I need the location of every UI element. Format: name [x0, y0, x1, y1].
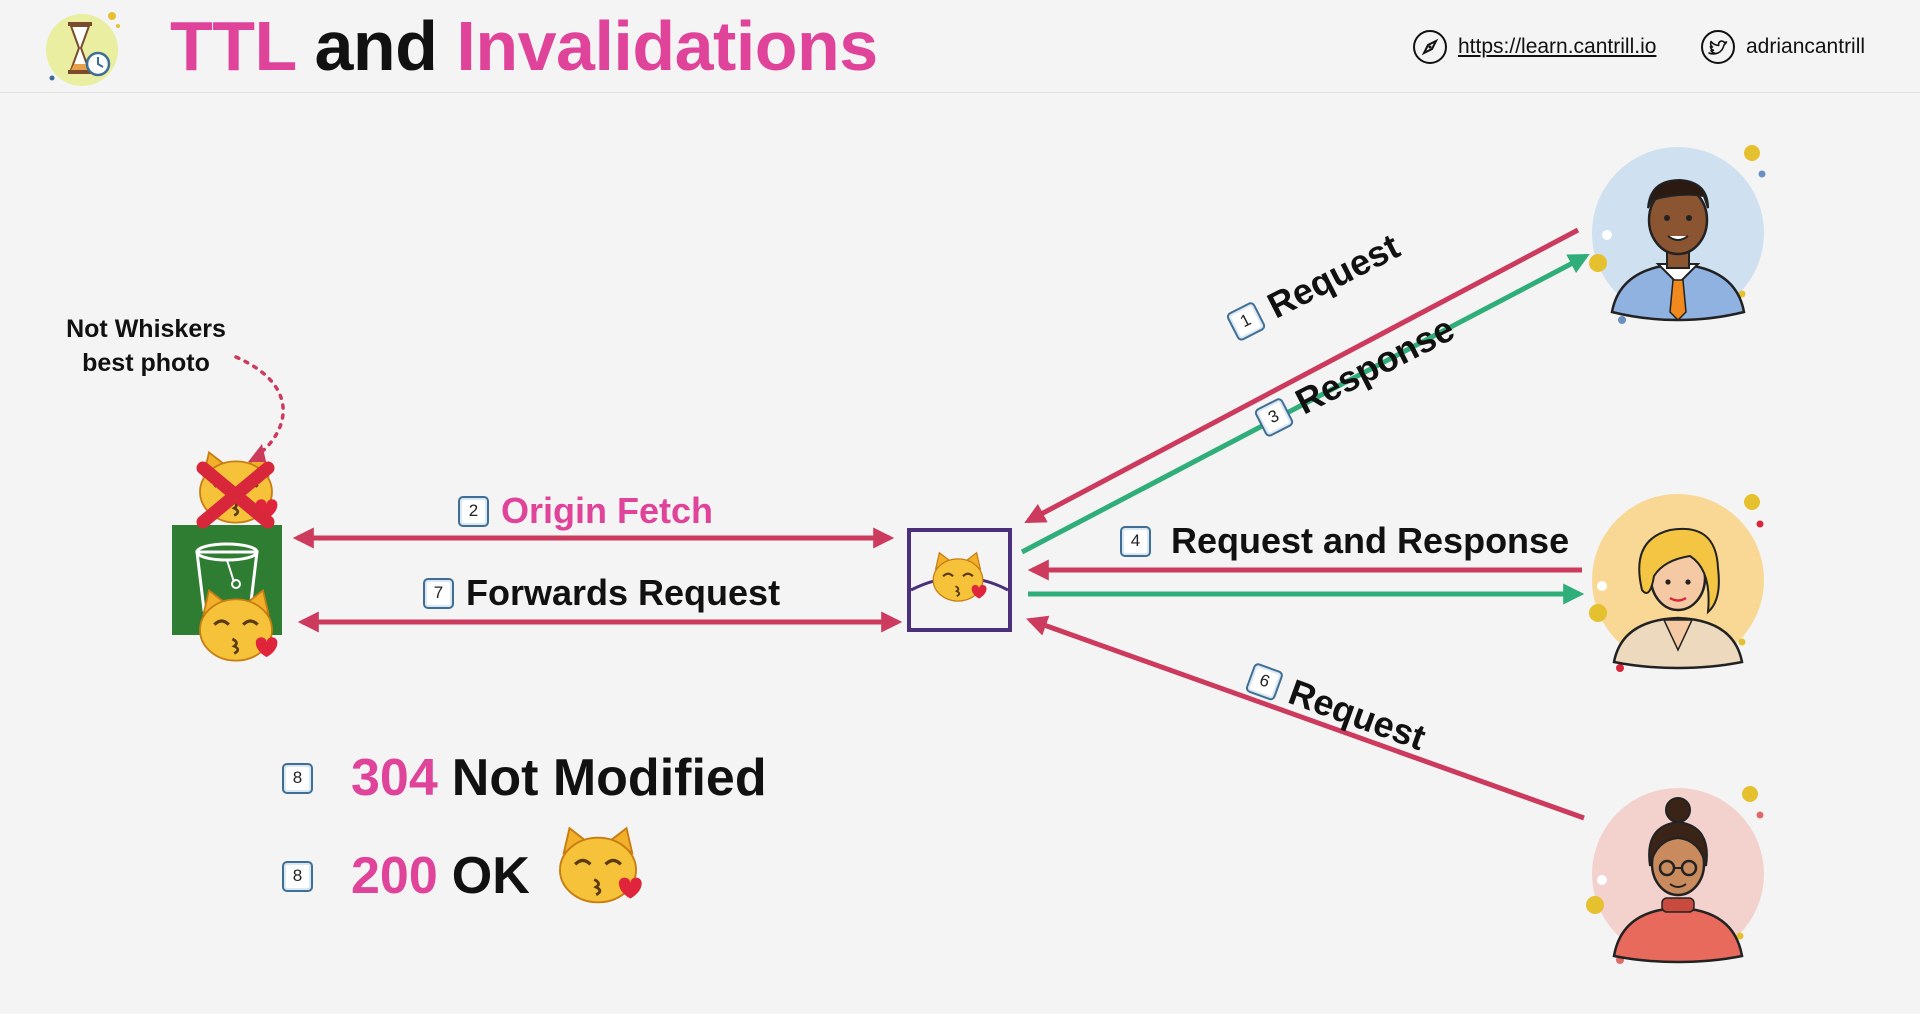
title-part-ttl: TTL	[170, 7, 296, 85]
step-badge: 2	[458, 495, 489, 527]
note-line-1: Not Whiskers	[66, 315, 226, 343]
origin-fetch-text: Origin Fetch	[501, 490, 714, 531]
user-avatar-2	[1589, 494, 1764, 672]
page-title: TTL and Invalidations	[170, 6, 878, 86]
ok-cat-icon	[558, 826, 644, 904]
note-pointer-arrow	[234, 355, 285, 457]
request-response-4-text: Request and Response	[1171, 520, 1570, 561]
annotation-note: Not Whiskers best photo	[46, 312, 246, 380]
request-6-arrow	[1026, 615, 1585, 821]
new-cat-photo-icon	[198, 588, 279, 663]
status-code: 304	[351, 749, 438, 807]
note-line-2: best photo	[82, 349, 210, 377]
twitter-handle[interactable]: adriancantrill	[1746, 35, 1866, 58]
header-bar: TTL and Invalidations https://learn.cant…	[0, 0, 1920, 93]
step-badge: 8	[282, 860, 313, 892]
title-part-and: and	[314, 7, 438, 85]
twitter-icon	[1701, 30, 1735, 64]
website-url[interactable]: https://learn.cantrill.io	[1458, 35, 1657, 58]
hourglass-clock-logo-icon	[46, 12, 120, 86]
forwards-request-text: Forwards Request	[466, 572, 781, 613]
compass-icon	[1413, 30, 1447, 64]
request-1-arrow	[1024, 227, 1580, 524]
request-response-4-label: 4 Request and Response	[1120, 520, 1569, 562]
user-avatar-1	[1589, 145, 1766, 324]
twitter-link[interactable]: adriancantrill	[1700, 28, 1865, 66]
status-304: 8 304 Not Modified	[282, 748, 767, 808]
status-text: Not Modified	[451, 749, 767, 807]
status-200: 8 200 OK	[282, 846, 530, 906]
origin-fetch-label: 2 Origin Fetch	[458, 490, 713, 532]
step-badge: 4	[1120, 525, 1151, 557]
step-badge: 8	[282, 762, 313, 794]
status-code: 200	[351, 847, 438, 905]
title-part-invalidations: Invalidations	[456, 7, 878, 85]
old-cat-photo-icon	[196, 450, 279, 529]
edge-location-icon	[907, 528, 1012, 632]
website-link[interactable]: https://learn.cantrill.io	[1412, 28, 1656, 66]
step-badge: 7	[423, 577, 454, 609]
status-text: OK	[451, 847, 530, 905]
user-avatar-3	[1586, 786, 1764, 964]
forwards-request-label: 7 Forwards Request	[423, 572, 780, 614]
response-3-arrow	[1020, 253, 1590, 555]
